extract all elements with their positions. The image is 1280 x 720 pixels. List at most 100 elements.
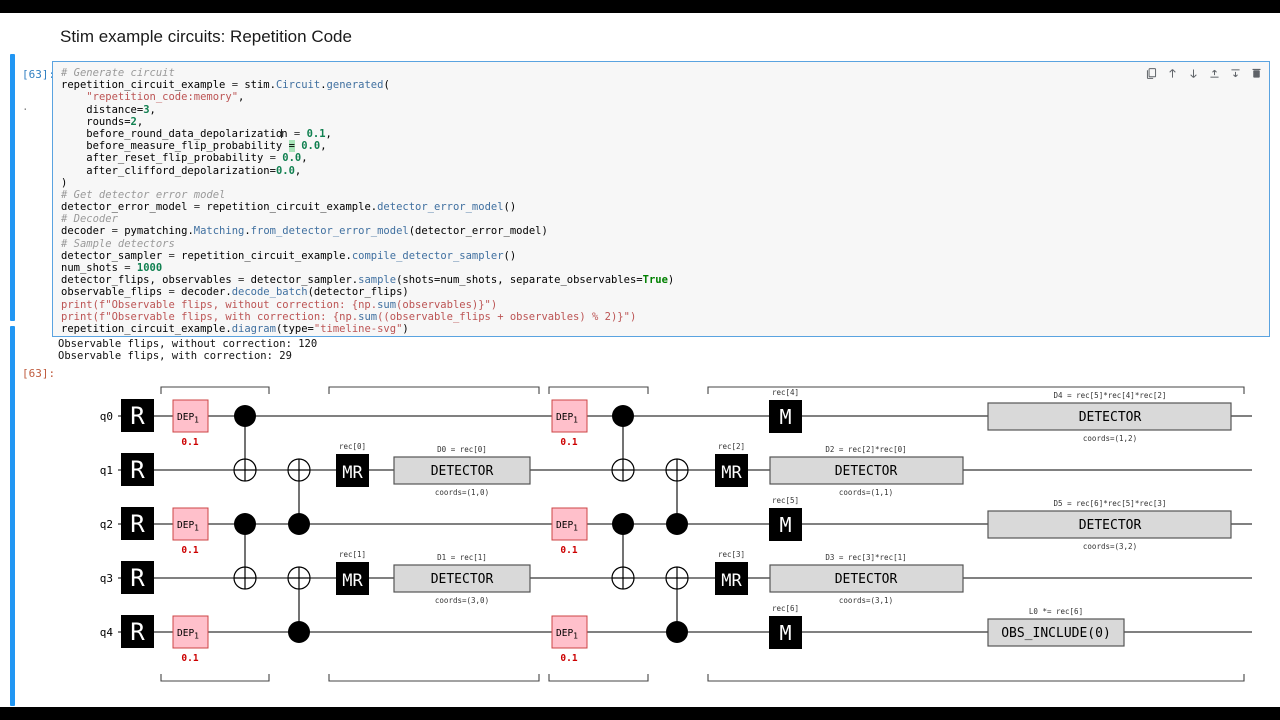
qubit-label-q0: q0	[100, 410, 113, 423]
measure-reset-gates-round1: MR rec[0] MR rec[1]	[336, 442, 369, 595]
cell-stdout: Observable flips, without correction: 12…	[58, 338, 318, 362]
rec-label: rec[3]	[718, 550, 745, 559]
svg-text:R: R	[130, 564, 145, 592]
detector-D2: DETECTOR D2 = rec[2]*rec[0] coords=(1,1)	[769, 445, 964, 497]
svg-text:DETECTOR: DETECTOR	[431, 572, 494, 587]
gate-m-q2: M rec[5]	[769, 496, 802, 541]
gate-dep1-q0-r1: DEP1 0.1	[172, 399, 209, 448]
gate-mr-q3-r1: MR rec[1]	[336, 550, 369, 595]
detector-annotation: D1 = rec[1]	[437, 553, 487, 562]
svg-text:DEP1: DEP1	[556, 412, 578, 425]
svg-text:MR: MR	[721, 571, 742, 591]
svg-text:R: R	[130, 456, 145, 484]
gate-dep1-q4-r1: DEP1 0.1	[172, 615, 209, 664]
gate-mr-q1-r1: MR rec[0]	[336, 442, 369, 487]
measure-reset-gates-round2: MR rec[2] MR rec[3]	[715, 442, 748, 595]
observable-include-box: OBS_INCLUDE(0) L0 *= rec[6]	[987, 607, 1125, 647]
svg-text:MR: MR	[342, 463, 363, 483]
detector-D3: DETECTOR D3 = rec[3]*rec[1] coords=(3,1)	[769, 553, 964, 605]
qubit-label-q1: q1	[100, 464, 113, 477]
gate-mr-q3-r2: MR rec[3]	[715, 550, 748, 595]
detector-coords: coords=(1,1)	[839, 488, 893, 497]
gate-reset-q0: R	[121, 399, 154, 432]
gate-reset-q4: R	[121, 615, 154, 648]
move-cell-down-icon[interactable]	[1185, 65, 1202, 82]
svg-text:DETECTOR: DETECTOR	[835, 464, 898, 479]
gate-reset-q3: R	[121, 561, 154, 594]
gate-mr-q1-r2: MR rec[2]	[715, 442, 748, 487]
gate-m-q4: M rec[6]	[769, 604, 802, 649]
gate-reset-q1: R	[121, 453, 154, 486]
detector-annotation: D5 = rec[6]*rec[5]*rec[3]	[1054, 499, 1167, 508]
detector-annotation: D3 = rec[3]*rec[1]	[825, 553, 906, 562]
qubit-labels: q0 q1 q2 q3 q4	[100, 410, 114, 639]
gate-m-q0: M rec[4]	[769, 388, 802, 433]
rec-label: rec[6]	[772, 604, 799, 613]
svg-text:R: R	[130, 402, 145, 430]
detector-coords: coords=(3,0)	[435, 596, 489, 605]
cell-toolbar	[1143, 65, 1265, 82]
notebook-viewport: Stim example circuits: Repetition Code […	[0, 13, 1280, 707]
noise-prob-label: 0.1	[560, 437, 577, 448]
svg-text:OBS_INCLUDE(0): OBS_INCLUDE(0)	[1001, 626, 1111, 641]
noise-prob-label: 0.1	[560, 653, 577, 664]
svg-text:MR: MR	[342, 571, 363, 591]
detector-boxes: DETECTOR D0 = rec[0] coords=(1,0) DETECT…	[393, 391, 1232, 605]
gate-dep1-q2-r2: DEP1 0.1	[551, 507, 588, 556]
rec-label: rec[4]	[772, 388, 799, 397]
qubit-label-q2: q2	[100, 518, 113, 531]
svg-text:DETECTOR: DETECTOR	[1079, 518, 1142, 533]
collapse-handle[interactable]: ·	[22, 103, 29, 116]
duplicate-cell-icon[interactable]	[1143, 65, 1160, 82]
page-title: Stim example circuits: Repetition Code	[60, 27, 352, 46]
insert-cell-above-icon[interactable]	[1206, 65, 1223, 82]
svg-text:DEP1: DEP1	[177, 628, 199, 641]
rec-label: rec[0]	[339, 442, 366, 451]
svg-text:DETECTOR: DETECTOR	[835, 572, 898, 587]
delete-cell-icon[interactable]	[1248, 65, 1265, 82]
gate-dep1-q2-r1: DEP1 0.1	[172, 507, 209, 556]
detector-D5: DETECTOR D5 = rec[6]*rec[5]*rec[3] coord…	[987, 499, 1232, 551]
svg-text:DEP1: DEP1	[556, 520, 578, 533]
svg-text:DEP1: DEP1	[177, 412, 199, 425]
detector-coords: coords=(3,2)	[1083, 542, 1137, 551]
noise-prob-label: 0.1	[181, 437, 198, 448]
depolarize-gates-round1: DEP1 0.1 DEP1 0.1 DEP1 0.1	[172, 399, 209, 664]
gate-reset-q2: R	[121, 507, 154, 540]
input-prompt: [63]:	[22, 68, 56, 81]
gate-dep1-q0-r2: DEP1 0.1	[551, 399, 588, 448]
detector-D0: DETECTOR D0 = rec[0] coords=(1,0)	[393, 445, 531, 497]
noise-prob-label: 0.1	[560, 545, 577, 556]
circuit-diagram-output: q0 q1 q2 q3 q4 R R R R R	[0, 371, 1280, 701]
qubit-label-q4: q4	[100, 626, 114, 639]
noise-prob-label: 0.1	[181, 545, 198, 556]
depolarize-gates-round2: DEP1 0.1 DEP1 0.1 DEP1 0.1	[551, 399, 588, 664]
detector-coords: coords=(1,0)	[435, 488, 489, 497]
detector-D1: DETECTOR D1 = rec[1] coords=(3,0)	[393, 553, 531, 605]
svg-text:DETECTOR: DETECTOR	[1079, 410, 1142, 425]
svg-text:M: M	[779, 621, 791, 645]
move-cell-up-icon[interactable]	[1164, 65, 1181, 82]
noise-prob-label: 0.1	[181, 653, 198, 664]
rec-label: rec[5]	[772, 496, 799, 505]
observable-annotation: L0 *= rec[6]	[1029, 607, 1083, 616]
svg-text:R: R	[130, 510, 145, 538]
rec-label: rec[1]	[339, 550, 366, 559]
svg-text:DETECTOR: DETECTOR	[431, 464, 494, 479]
qubit-label-q3: q3	[100, 572, 113, 585]
svg-text:R: R	[130, 618, 145, 646]
svg-text:MR: MR	[721, 463, 742, 483]
detector-annotation: D2 = rec[2]*rec[0]	[825, 445, 906, 454]
detector-annotation: D0 = rec[0]	[437, 445, 487, 454]
insert-cell-below-icon[interactable]	[1227, 65, 1244, 82]
gate-dep1-q4-r2: DEP1 0.1	[551, 615, 588, 664]
cnot-control-dots	[234, 405, 688, 643]
cnot-target-circles	[233, 458, 689, 590]
detector-coords: coords=(3,1)	[839, 596, 893, 605]
reset-gates: R R R R R	[121, 399, 154, 648]
detector-annotation: D4 = rec[5]*rec[4]*rec[2]	[1054, 391, 1167, 400]
moment-brackets-bottom	[160, 674, 1245, 682]
moment-brackets-top	[160, 386, 1245, 394]
